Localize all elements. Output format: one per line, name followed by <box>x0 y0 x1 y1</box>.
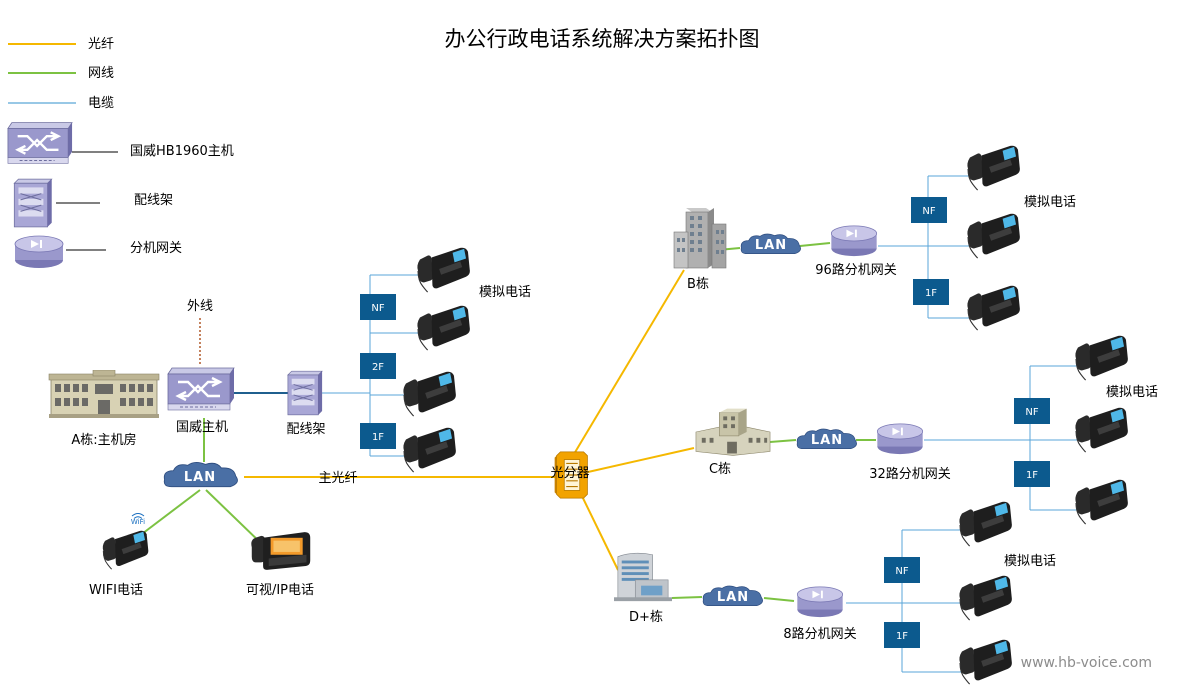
c-analog-phone-label: 模拟电话 <box>1106 385 1158 400</box>
legend-patch-icon <box>13 178 53 228</box>
b-building-section: B栋 LAN 96路分机网关 NF 1F 模拟电话 <box>673 145 1076 331</box>
video-phone-label: 可视/IP电话 <box>246 583 314 598</box>
d-floor-nf-label: NF <box>895 566 908 577</box>
c-building-label: C栋 <box>709 461 731 477</box>
b-floor-nf <box>911 197 947 223</box>
a-building-label: A栋:主机房 <box>71 432 136 448</box>
d-building-section: D+栋 LAN 8路分机网关 NF 1F 模拟电话 <box>614 501 1056 685</box>
a-floor-nf-label: NF <box>371 303 384 314</box>
b-gateway-icon <box>830 225 878 257</box>
c-floor-1f <box>1014 461 1050 487</box>
legend-host-icon <box>6 121 74 165</box>
lan-to-wifi <box>133 489 201 541</box>
wifi-signal-icon <box>131 513 145 519</box>
wifi-phone-label: WIFI电话 <box>89 583 143 598</box>
c-phone-icon <box>1074 407 1129 453</box>
a-building-section: A栋:主机房 外线 国威主机 配线架 LAN 主光纤 NF 2F 1F 模拟电话… <box>48 247 531 598</box>
a-building-icon <box>48 370 160 418</box>
d-building-icon <box>614 552 672 602</box>
video-phone-icon <box>251 532 311 570</box>
b-phone-icon <box>966 285 1021 331</box>
b-building-label: B栋 <box>687 276 709 292</box>
b-phone-icon <box>966 145 1021 191</box>
d-floor-nf <box>884 557 920 583</box>
legend-gateway-icon <box>14 235 64 269</box>
legend: 光纤 网线 电缆 国威HB1960主机 配线架 分机网关 <box>6 37 234 269</box>
trunk-fiber-label: 主光纤 <box>318 471 357 486</box>
b-phone-icon <box>966 213 1021 259</box>
d-phone-icon <box>958 501 1013 547</box>
diagram-title: 办公行政电话系统解决方案拓扑图 <box>445 27 760 51</box>
patch-panel-icon <box>287 370 323 416</box>
host-label: 国威主机 <box>176 420 228 435</box>
a-lan-label: LAN <box>184 470 216 485</box>
fiber-to-b <box>573 269 685 455</box>
legend-network-label: 网线 <box>88 66 114 81</box>
d-phone-icon <box>958 639 1013 685</box>
legend-fiber-label: 光纤 <box>88 37 114 52</box>
watermark: www.hb-voice.com <box>1021 655 1152 671</box>
c-lan-label: LAN <box>811 433 843 448</box>
c-floor-nf-label: NF <box>1025 407 1038 418</box>
legend-patch-label: 配线架 <box>134 193 173 208</box>
d-gateway-label: 8路分机网关 <box>783 626 856 642</box>
host-switch-icon <box>166 366 236 412</box>
c-gateway-icon <box>876 423 924 455</box>
a-floor-nf <box>360 294 396 320</box>
c-gateway-label: 32路分机网关 <box>869 466 951 482</box>
d-gateway-icon <box>796 586 844 618</box>
d-phone-icon <box>958 575 1013 621</box>
a-phone-icon <box>416 247 471 293</box>
fiber-to-c <box>587 447 695 473</box>
legend-host-label: 国威HB1960主机 <box>130 144 234 159</box>
patch-panel-label: 配线架 <box>286 422 325 437</box>
a-phone-icon <box>402 427 457 473</box>
b-building-icon <box>673 207 727 269</box>
b-floor-1f-label: 1F <box>925 288 937 299</box>
legend-cable-label: 电缆 <box>88 95 114 111</box>
splitter-label: 光分器 <box>550 466 589 481</box>
splitter-section: 光分器 <box>550 451 590 499</box>
a-phone-icon <box>416 305 471 351</box>
wifi-badge-icon: WiFi <box>131 518 145 526</box>
b-gateway-label: 96路分机网关 <box>815 262 897 278</box>
a-floor-1f-label: 1F <box>372 432 384 443</box>
a-phone-icon <box>402 371 457 417</box>
d-analog-phone-label: 模拟电话 <box>1004 554 1056 569</box>
d-floor-1f-label: 1F <box>896 631 908 642</box>
d-building-label: D+栋 <box>629 609 663 625</box>
wifi-phone-icon <box>102 530 149 570</box>
c-floor-nf <box>1014 398 1050 424</box>
b-floor-nf-label: NF <box>922 206 935 217</box>
d-lan-label: LAN <box>717 590 749 605</box>
fiber-to-d <box>579 491 619 571</box>
legend-gateway-label: 分机网关 <box>130 241 182 256</box>
a-floor-2f <box>360 353 396 379</box>
c-building-section: C栋 LAN 32路分机网关 NF 1F 模拟电话 <box>695 335 1158 525</box>
external-line-label: 外线 <box>187 299 213 314</box>
b-floor-1f <box>913 279 949 305</box>
a-floor-2f-label: 2F <box>372 362 384 373</box>
a-floor-1f <box>360 423 396 449</box>
a-analog-phone-label: 模拟电话 <box>479 285 531 300</box>
c-building-icon <box>695 408 771 456</box>
b-analog-phone-label: 模拟电话 <box>1024 195 1076 210</box>
b-lan-label: LAN <box>755 238 787 253</box>
c-phone-icon <box>1074 479 1129 525</box>
c-phone-icon <box>1074 335 1129 381</box>
d-floor-1f <box>884 622 920 648</box>
c-floor-1f-label: 1F <box>1026 470 1038 481</box>
